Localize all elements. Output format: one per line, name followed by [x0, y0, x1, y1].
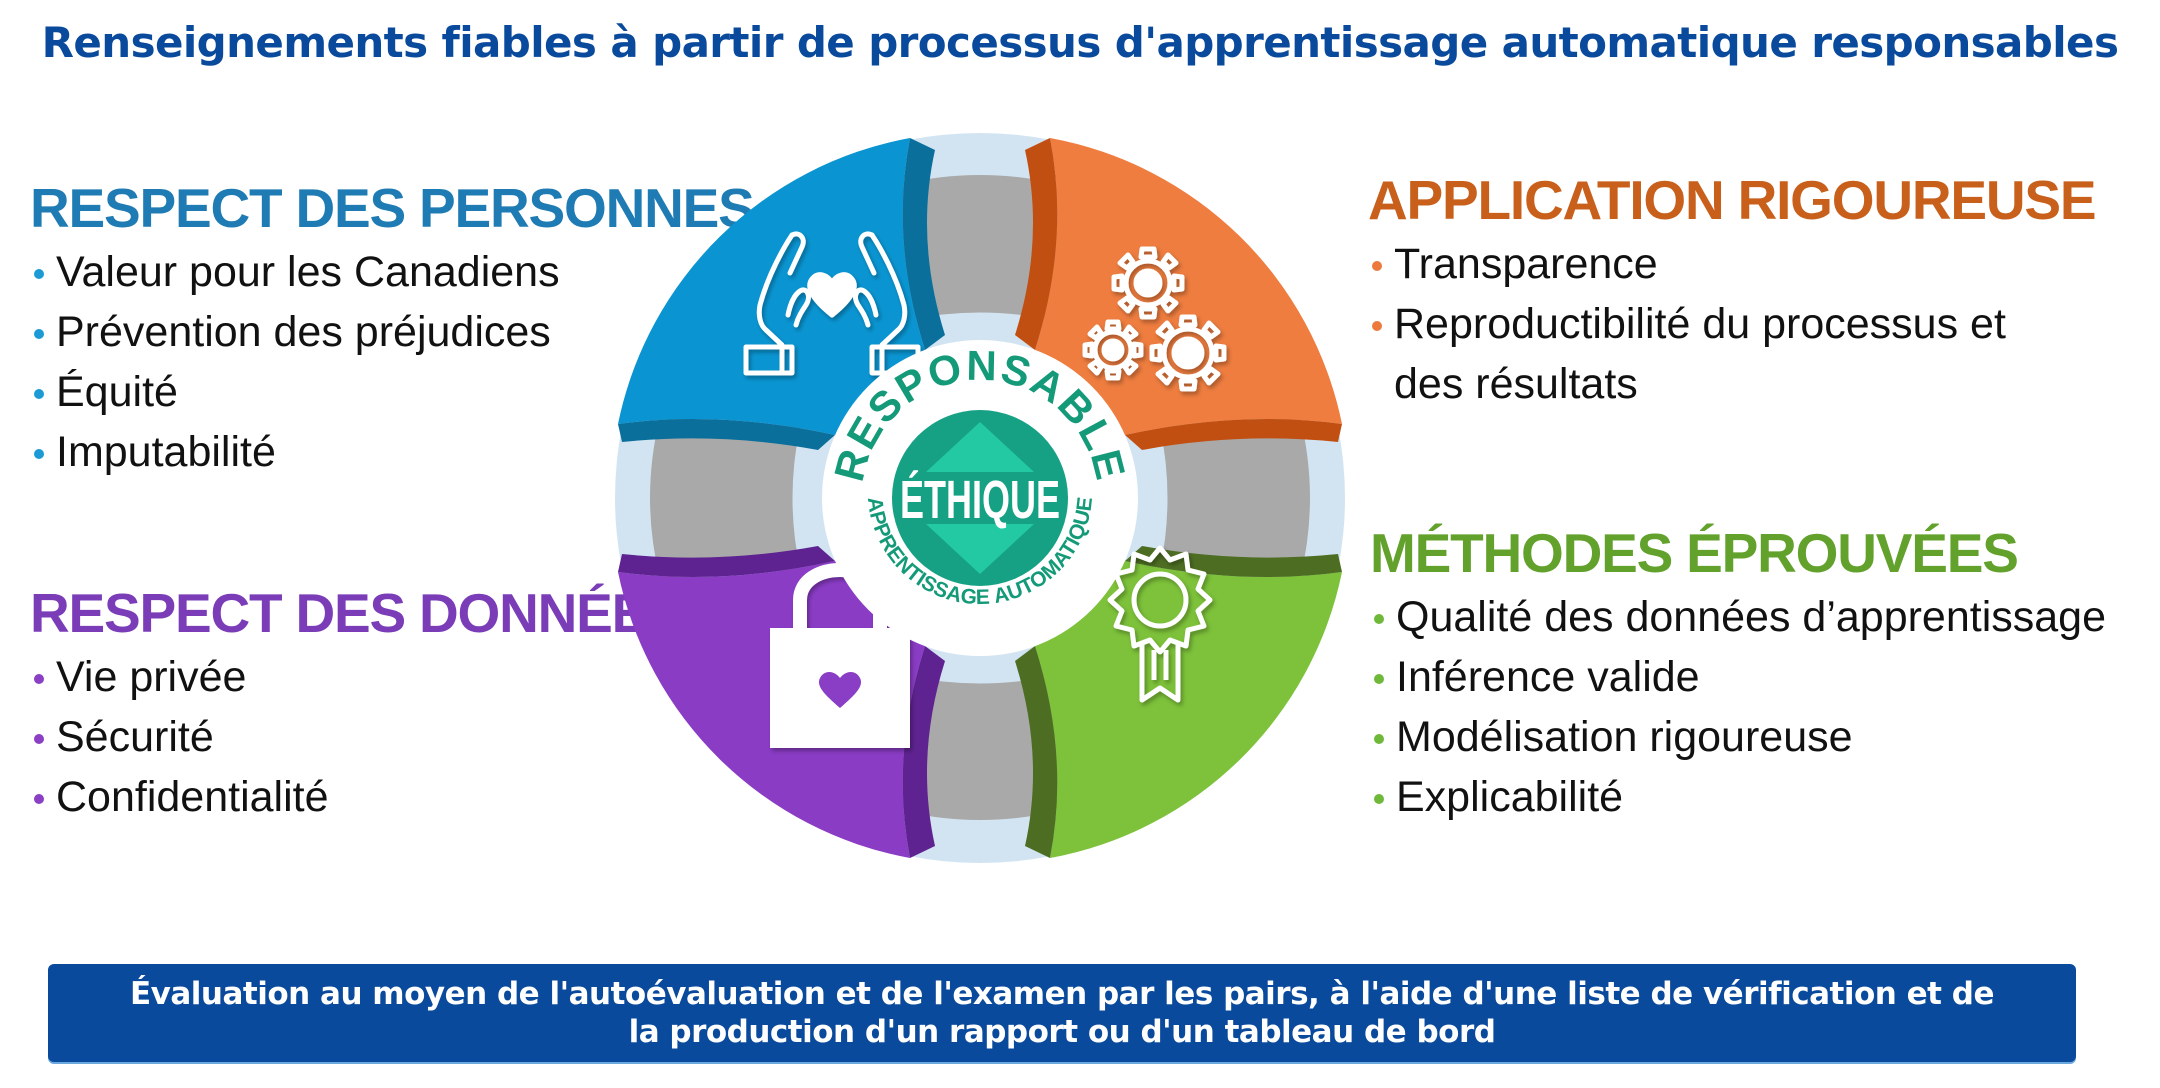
- panel-respect-des-personnes: RESPECT DES PERSONNES Valeur pour les Ca…: [30, 177, 755, 482]
- segment-shade: [618, 418, 835, 450]
- bullet-icon: [34, 674, 44, 684]
- segment-shade: [618, 546, 835, 578]
- list-item: Équité: [30, 362, 754, 422]
- list-item: Transparence: [1368, 234, 2095, 294]
- segment-shade: [1015, 646, 1058, 858]
- ethics-wheel: ÉTHIQUE RESPONSABLE APPRENTISSAGE AUTOMA…: [600, 120, 1360, 880]
- bullet-icon: [34, 389, 44, 399]
- hands-heart-icon: [743, 231, 921, 376]
- list-item: Vie privée: [30, 647, 683, 707]
- bullet-list: Vie privée Sécurité Confidentialité: [30, 647, 683, 827]
- panel-application-rigoureuse: APPLICATION RIGOUREUSE Transparence Repr…: [1368, 169, 2097, 414]
- bullet-icon: [34, 329, 44, 339]
- connector-top: [898, 175, 1062, 320]
- connector-left: [650, 417, 800, 579]
- segment-shade: [902, 138, 945, 350]
- bullet-icon: [1372, 261, 1382, 271]
- bullet-icon: [1374, 674, 1384, 684]
- panel-heading: APPLICATION RIGOUREUSE: [1368, 169, 2097, 231]
- evaluation-banner-text: Évaluation au moyen de l'autoévaluation …: [130, 976, 1995, 1050]
- arrow-down-icon: [926, 524, 1034, 574]
- list-item: Confidentialité: [30, 767, 683, 827]
- list-item: Imputabilité: [30, 422, 754, 482]
- panel-respect-des-donnees: RESPECT DES DONNÉES Vie privée Sécurité …: [30, 582, 684, 827]
- segment-shade: [1015, 138, 1058, 350]
- arrow-up-icon: [926, 422, 1034, 472]
- list-item: Sécurité: [30, 707, 683, 767]
- segment-shade: [902, 646, 945, 858]
- segment-shade: [1125, 418, 1342, 450]
- connectors: [650, 175, 1310, 820]
- center-inner-text: ÉTHIQUE: [900, 470, 1060, 530]
- list-item: Prévention des préjudices: [30, 302, 754, 362]
- list-item: Explicabilité: [1370, 767, 2106, 827]
- connector-right: [1160, 417, 1310, 579]
- padlock-heart-icon: [770, 563, 910, 748]
- bullet-list: Qualité des données d’apprentissage Infé…: [1370, 587, 2106, 827]
- connector-bottom: [898, 676, 1062, 820]
- list-item: Qualité des données d’apprentissage: [1370, 587, 2106, 647]
- list-item: Valeur pour les Canadiens: [30, 242, 754, 302]
- bullet-icon: [1374, 614, 1384, 624]
- evaluation-banner: Évaluation au moyen de l'autoévaluation …: [48, 964, 2076, 1062]
- bullet-list: Transparence Reproductibilité du process…: [1368, 234, 2095, 414]
- center-badge: ÉTHIQUE RESPONSABLE APPRENTISSAGE AUTOMA…: [822, 340, 1138, 656]
- bullet-icon: [34, 269, 44, 279]
- gears-icon: [1082, 246, 1227, 392]
- panel-heading: MÉTHODES ÉPROUVÉES: [1370, 522, 2019, 584]
- bullet-icon: [1374, 734, 1384, 744]
- center-teal-disc: [892, 410, 1068, 586]
- segment-respect-des-personnes: [618, 138, 925, 435]
- list-item: Reproductibilité du processus et des rés…: [1368, 294, 2068, 414]
- panel-methodes-eprouvees: MÉTHODES ÉPROUVÉES Qualité des données d…: [1370, 523, 2106, 827]
- segment-methodes-eprouvees: [1035, 561, 1342, 858]
- list-item: Inférence valide: [1370, 647, 2106, 707]
- list-item: Modélisation rigoureuse: [1370, 707, 2106, 767]
- bullet-icon: [34, 449, 44, 459]
- panel-heading: RESPECT DES DONNÉES: [30, 582, 684, 644]
- segment-shade: [1125, 546, 1342, 578]
- bullet-icon: [1374, 794, 1384, 804]
- panel-heading: RESPECT DES PERSONNES: [30, 177, 755, 239]
- page-title: Renseignements fiables à partir de proce…: [41, 18, 2119, 67]
- bullet-icon: [34, 734, 44, 744]
- bullet-list: Valeur pour les Canadiens Prévention des…: [30, 242, 754, 482]
- bullet-icon: [1372, 321, 1382, 331]
- bullet-icon: [34, 794, 44, 804]
